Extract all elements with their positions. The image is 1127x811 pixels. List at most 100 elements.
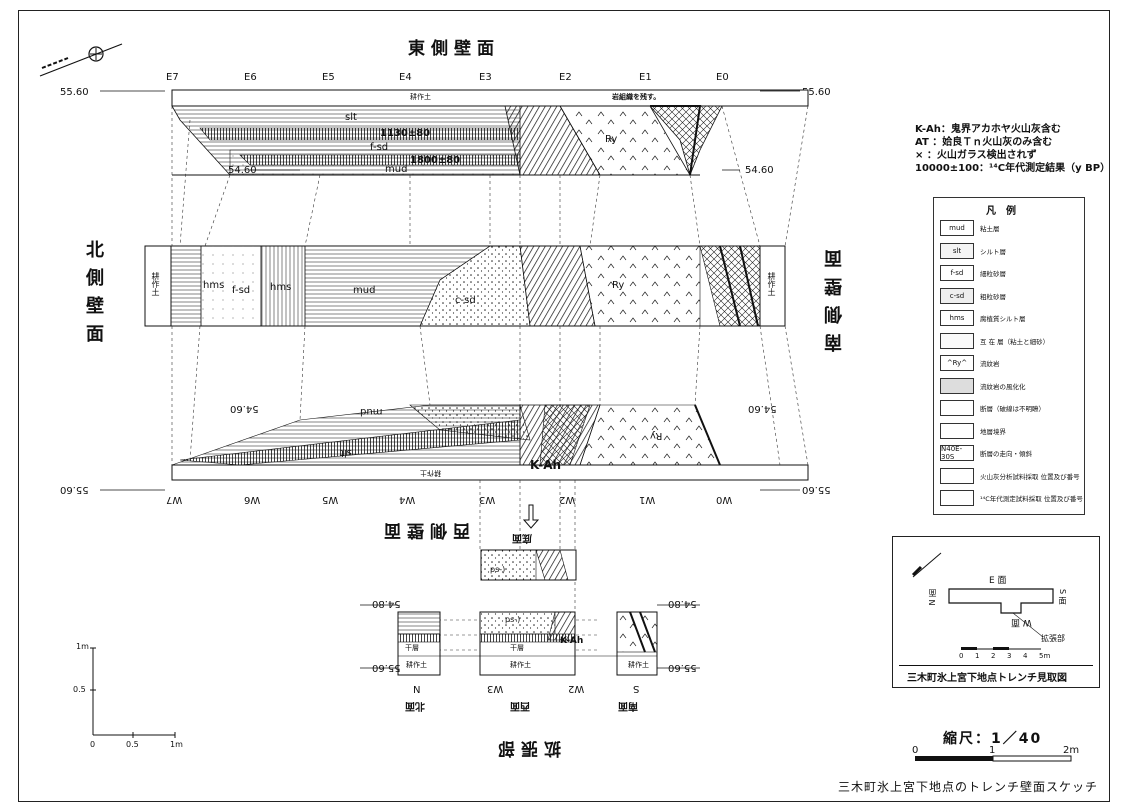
legend-item: ¹⁴C年代測定試料採取 位置及び番号 [940,490,1083,506]
inset-title: 三木町氷上宮下地点トレンチ見取図 [907,673,1067,684]
grid-label-east: E0 [716,72,729,83]
legend-swatch [940,467,974,484]
legend-label: ¹⁴C年代測定試料採取 位置及び番号 [980,495,1083,503]
scale-tick-1: 1 [989,745,996,756]
label-slt-west: slt [340,447,352,458]
small-scale-x-half: 0.5 [126,740,139,749]
grid-label-extension: W2 [568,683,585,694]
label-ps-ext: ps-) [505,615,521,624]
legend-swatch [940,422,974,439]
label-tilled-south: 耕作土 [767,272,776,296]
label-fsd-north: f-sd [232,285,251,296]
inset-scale-tick: 4 [1023,652,1028,660]
label-ry-north: Ry [612,280,625,291]
grid-label-east: E2 [559,72,572,83]
legend-swatch: N40E-30S [940,445,974,461]
north-south-wall-section [144,245,786,327]
label-mud-west: mud [360,406,383,417]
label-fsd-east: f-sd [370,142,389,153]
legend-item: ^Ry^ 流紋岩 [940,355,1000,371]
small-scale-y-half: 0.5 [73,685,86,694]
legend-swatch: slt [940,242,974,259]
legend-swatch: hms [940,310,974,326]
south-face-title: 南面 [618,700,638,711]
legend-label: 断層（破線は不明瞭） [980,405,1045,413]
legend-label: 火山灰分析試料採取 位置及び番号 [980,472,1080,481]
note-line: × ：火山ガラス検出されず [915,150,1037,161]
legend-label: 断層の走向・傾斜 [980,450,1032,458]
legend-swatch: mud [940,220,974,236]
trench-plan-drawing [911,552,1054,650]
grid-label-east: E6 [244,72,257,83]
label-slt-east: slt [345,112,357,123]
legend-label: 腐植質シルト層 [980,315,1026,323]
elevation-ext-bottom-left: 55.60 [372,662,401,673]
legend-item: 流紋岩の風化化 [940,377,1026,394]
main-scale-bar [915,755,1072,762]
north-face-title: 北面 [405,700,425,711]
bottom-section [480,504,577,581]
extension-section [397,611,658,676]
label-kah-ext: K-Ah [560,636,584,646]
grid-label-east: E7 [166,72,179,83]
elevation-ext-bottom-right: 55.60 [668,662,697,673]
elevation-lines [100,90,800,669]
inset-e-face: E 面 [989,576,1007,586]
inset-w-face: W 面 [1011,617,1032,627]
legend-swatch: ^Ry^ [940,355,974,371]
legend-label: 粗粒砂層 [980,292,1006,301]
label-topsoil-ext-n: 耕作土 [406,661,427,669]
elevation-ext-top-left: 54.80 [372,598,401,609]
small-scale-x-1m: 1m [170,740,183,749]
scale-label: 縮尺：1／40 [943,731,1043,747]
label-mud-east: mud [385,164,408,175]
label-date-2: 1800±80 [410,155,461,166]
legend-label: 互 在 層（粘土と細砂） [980,337,1050,346]
small-scale-x-0: 0 [90,740,96,749]
label-kah-west: K-Ah [530,458,562,472]
legend-swatch: c-sd [940,287,974,304]
inset-scale-tick: 3 [1007,652,1012,660]
label-topsoil-ext-s: 耕作土 [628,661,649,669]
inset-s-face: S 面 [1058,589,1067,605]
legend-title: 凡 例 [986,206,1016,217]
south-wall-title: 南側壁面 [824,240,845,352]
label-stone-note: 岩組織を残す。 [612,93,661,101]
legend-swatch [940,377,974,394]
west-face-title: 西面 [510,700,530,711]
notes-block: K-Ah：鬼界アカホヤ火山灰含む AT ：姶良Ｔｎ火山灰のみ含む × ：火山ガラ… [915,123,1110,175]
label-hms-north: hms [203,280,225,291]
legend-swatch [940,490,974,506]
grid-label-east: E5 [322,72,335,83]
grid-label-east: E3 [479,72,492,83]
label-hms-north-2: hms [270,282,292,293]
caption: 三木町氷上宮下地点のトレンチ壁面スケッチ [838,780,1099,794]
inset-n-face: N 面 [928,589,937,606]
inset-scale-tick: 0 [959,652,964,660]
label-ry-east: Ry [605,134,618,145]
east-wall-title: 東側壁面 [408,39,500,59]
grid-label-east: E4 [399,72,412,83]
legend-label: 地層境界 [980,427,1006,436]
legend-item: c-sd 粗粒砂層 [940,287,1006,304]
small-scale-bar [90,647,176,738]
grid-label-extension: N [413,683,421,694]
scale-tick-0: 0 [912,745,919,756]
label-tilled-north: 耕作土 [151,272,160,296]
grid-label-east: E1 [639,72,652,83]
legend-label: 流紋岩の風化化 [980,382,1026,391]
label-topsoil-east: 耕作土 [410,93,431,101]
north-arrow-icon [39,43,123,77]
label-ry-west: Ry [650,430,663,441]
legend-swatch [940,332,974,349]
note-line: AT ：姶良Ｔｎ火山灰のみ含む [915,137,1053,148]
scale-tick-2: 2m [1063,745,1080,756]
west-wall-title: 西側壁面 [378,520,470,540]
elevation-ext-top-right: 54.80 [668,598,697,609]
legend-label: 流紋岩 [980,360,1000,368]
extension-title: 拡張部 [492,738,561,758]
